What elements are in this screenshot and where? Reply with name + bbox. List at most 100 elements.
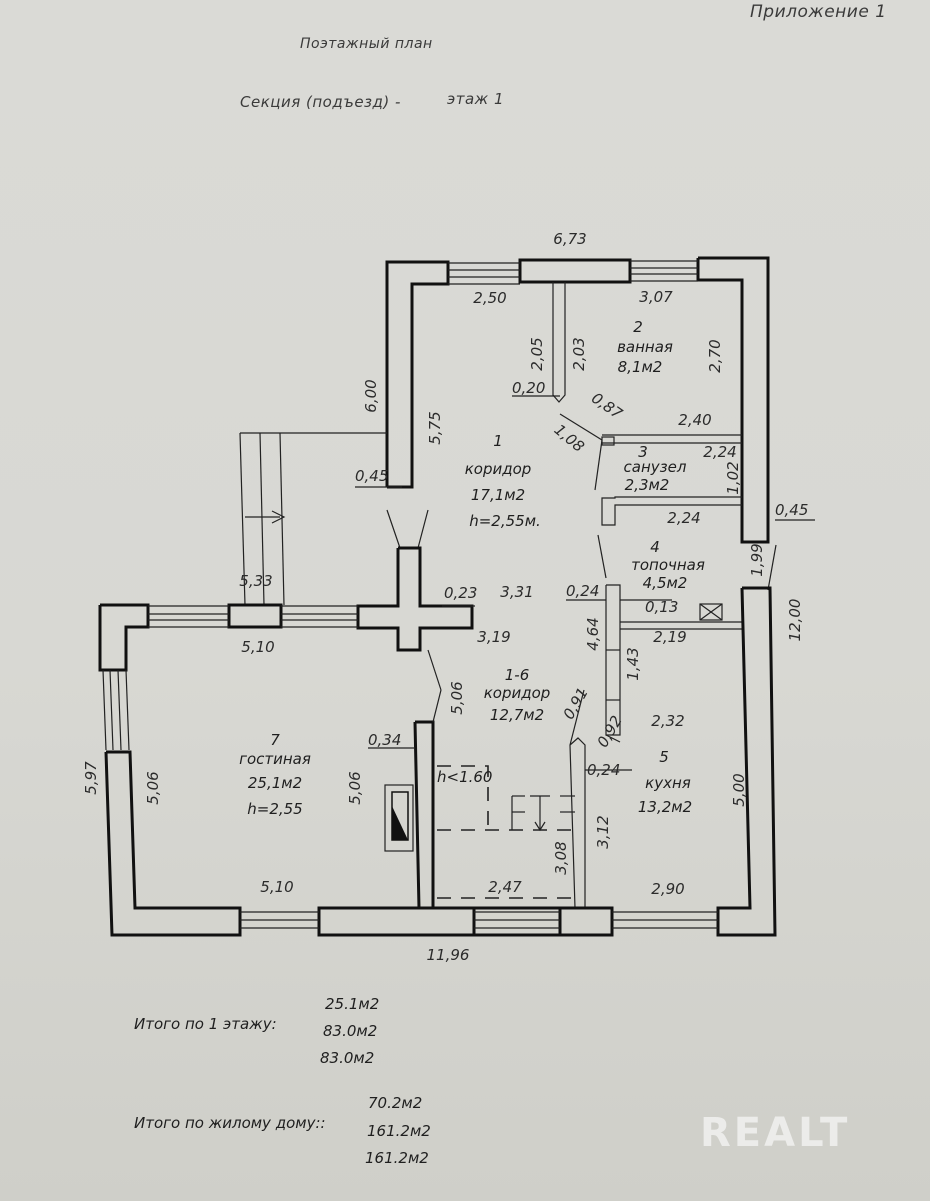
svg-text:5,00: 5,00	[730, 773, 748, 806]
svg-text:4: 4	[650, 538, 660, 556]
wall-upper-left	[385, 260, 450, 489]
door-right-exterior	[767, 544, 777, 591]
svg-text:0,23: 0,23	[444, 584, 477, 602]
svg-text:0,91: 0,91	[560, 685, 592, 723]
svg-text:h=2,55: h=2,55	[247, 800, 302, 818]
svg-text:2,50: 2,50	[473, 289, 506, 307]
svg-text:кухня: кухня	[645, 774, 691, 792]
svg-text:5: 5	[659, 748, 669, 766]
svg-text:6,73: 6,73	[553, 230, 586, 248]
svg-text:6,00: 6,00	[362, 379, 380, 412]
svg-text:5,10: 5,10	[241, 638, 274, 656]
door-entry	[386, 509, 429, 549]
staircase	[437, 765, 575, 899]
svg-text:5,97: 5,97	[82, 761, 100, 795]
svg-text:17,1м2: 17,1м2	[471, 486, 525, 504]
svg-text:12,00: 12,00	[786, 599, 804, 642]
porch	[239, 432, 387, 606]
svg-text:5,33: 5,33	[239, 572, 272, 590]
svg-text:0,45: 0,45	[355, 467, 388, 485]
svg-text:1,43: 1,43	[624, 647, 642, 680]
svg-text:ванная: ванная	[617, 338, 673, 356]
wc-stub	[601, 436, 615, 446]
svg-text:2,03: 2,03	[570, 337, 588, 370]
svg-text:0,20: 0,20	[512, 379, 545, 397]
house-total-value: 161.2м2	[365, 1149, 429, 1167]
svg-text:0,45: 0,45	[775, 501, 808, 519]
svg-text:8,1м2: 8,1м2	[618, 358, 663, 376]
svg-text:h=2,55м.: h=2,55м.	[469, 512, 541, 530]
floor-label: этаж 1	[447, 90, 504, 108]
room-1-6: 1-6 коридор 12,7м2	[484, 666, 551, 724]
living-room-walls	[98, 603, 476, 937]
svg-text:1,02: 1,02	[724, 461, 742, 494]
svg-text:2,05: 2,05	[528, 337, 546, 370]
room-1: 1 коридор 17,1м2 h=2,55м.	[465, 432, 541, 530]
svg-text:11,96: 11,96	[427, 946, 470, 964]
svg-text:1-6: 1-6	[505, 666, 530, 684]
svg-text:2,40: 2,40	[678, 411, 711, 429]
room-2: 2 ванная 8,1м2	[617, 318, 673, 376]
svg-text:3: 3	[638, 443, 648, 461]
floor-total-value: 83.0м2	[320, 1049, 375, 1067]
wall-top-pier	[518, 258, 632, 284]
upper-block-walls	[385, 256, 777, 591]
svg-text:гостиная: гостиная	[239, 750, 311, 768]
svg-text:топочная: топочная	[631, 556, 705, 574]
svg-text:0,24: 0,24	[587, 761, 620, 779]
low-ceiling-note: h<1.60	[437, 768, 492, 786]
room-5: 5 кухня 13,2м2	[638, 748, 692, 816]
svg-text:4,64: 4,64	[584, 617, 602, 650]
svg-text:5,75: 5,75	[426, 411, 444, 444]
door-living	[427, 649, 442, 691]
svg-text:2,24: 2,24	[667, 509, 700, 527]
svg-text:2: 2	[633, 318, 643, 336]
svg-text:2,70: 2,70	[706, 339, 724, 372]
svg-text:3,12: 3,12	[594, 815, 612, 848]
wall-upper-right	[696, 256, 770, 544]
svg-text:2,3м2: 2,3м2	[625, 476, 670, 494]
svg-text:25,1м2: 25,1м2	[248, 774, 302, 792]
svg-text:2,19: 2,19	[653, 628, 686, 646]
section-label: Секция (подъезд) -	[240, 93, 401, 111]
room-4: 4 топочная 4,5м2	[631, 538, 705, 592]
svg-text:0,13: 0,13	[645, 598, 678, 616]
appendix-label: Приложение 1	[750, 2, 887, 22]
svg-text:0,24: 0,24	[566, 582, 599, 600]
svg-text:13,2м2: 13,2м2	[638, 798, 692, 816]
svg-text:1: 1	[493, 432, 503, 450]
svg-text:коридор: коридор	[465, 460, 532, 478]
door-diagonal-bath	[559, 413, 603, 441]
svg-text:5,06: 5,06	[346, 771, 364, 804]
room-3: 3 санузел 2,3м2	[624, 443, 687, 494]
kitchen-walls	[355, 486, 815, 937]
svg-text:3,19: 3,19	[477, 628, 510, 646]
svg-text:2,90: 2,90	[651, 880, 684, 898]
dimension-labels: 6,73 2,50 3,07 2,05 2,03 0,20 2,70 0,87 …	[82, 230, 808, 964]
svg-text:3,31: 3,31	[500, 583, 533, 601]
svg-text:12,7м2: 12,7м2	[490, 706, 544, 724]
svg-text:3,08: 3,08	[552, 841, 570, 874]
svg-text:5,10: 5,10	[260, 878, 293, 896]
house-total-value: 161.2м2	[367, 1122, 431, 1140]
window-top-right	[630, 260, 698, 282]
plan-title: Поэтажный план	[300, 36, 433, 52]
svg-text:0,87: 0,87	[588, 389, 626, 423]
floor-total-value: 83.0м2	[323, 1022, 378, 1040]
room-7: 7 гостиная 25,1м2 h=2,55	[239, 731, 311, 818]
svg-text:1,08: 1,08	[551, 421, 588, 456]
house-total-value: 70.2м2	[368, 1094, 423, 1112]
svg-text:1,99: 1,99	[748, 543, 766, 576]
svg-text:2,24: 2,24	[703, 443, 736, 461]
svg-text:коридор: коридор	[484, 684, 551, 702]
svg-text:5,06: 5,06	[144, 771, 162, 804]
svg-text:2,47: 2,47	[488, 878, 522, 896]
svg-text:санузел: санузел	[624, 458, 687, 476]
svg-text:5,06: 5,06	[448, 681, 466, 714]
wc-bottom-wall	[601, 496, 742, 526]
floor-totals-caption: Итого по 1 этажу:	[134, 1015, 277, 1033]
realt-watermark-logo: REALT	[700, 1110, 851, 1156]
house-totals-caption: Итого по жилому дому::	[134, 1114, 326, 1132]
